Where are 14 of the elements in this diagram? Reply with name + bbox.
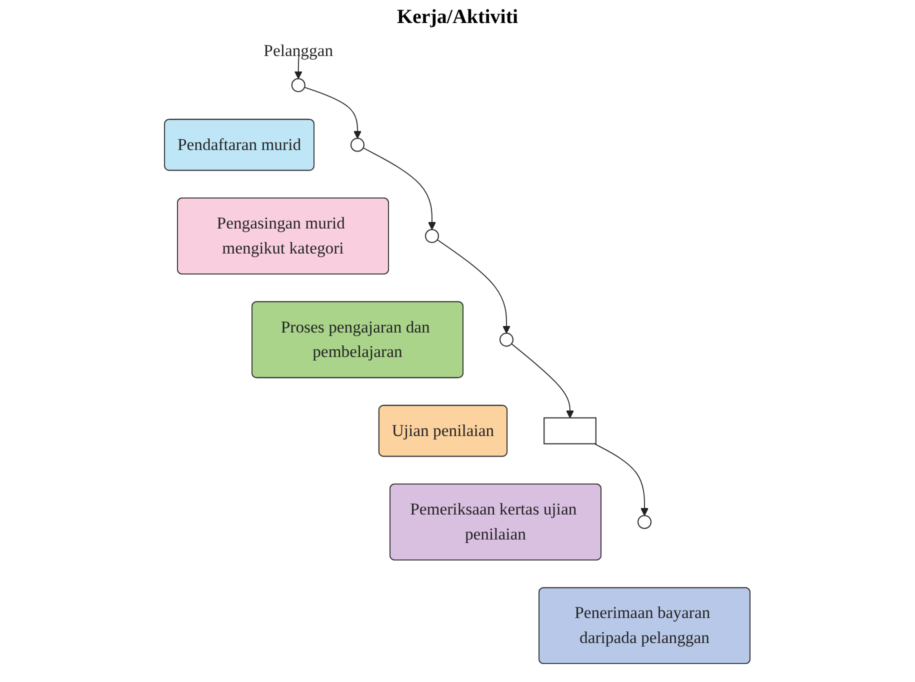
node-text: Pelanggan	[264, 41, 334, 60]
arrow	[294, 56, 303, 80]
node-circle	[500, 332, 514, 347]
diagram-title: Kerja/Aktiviti	[396, 6, 520, 29]
arrow	[594, 443, 649, 516]
node-circle	[638, 514, 652, 530]
node-box	[544, 417, 597, 444]
node-circle	[425, 228, 440, 244]
node-circle	[292, 78, 306, 92]
arrow	[362, 147, 436, 230]
arrow	[511, 343, 574, 418]
arrow	[304, 86, 362, 139]
node-circle	[350, 138, 365, 152]
arrow	[437, 239, 511, 334]
